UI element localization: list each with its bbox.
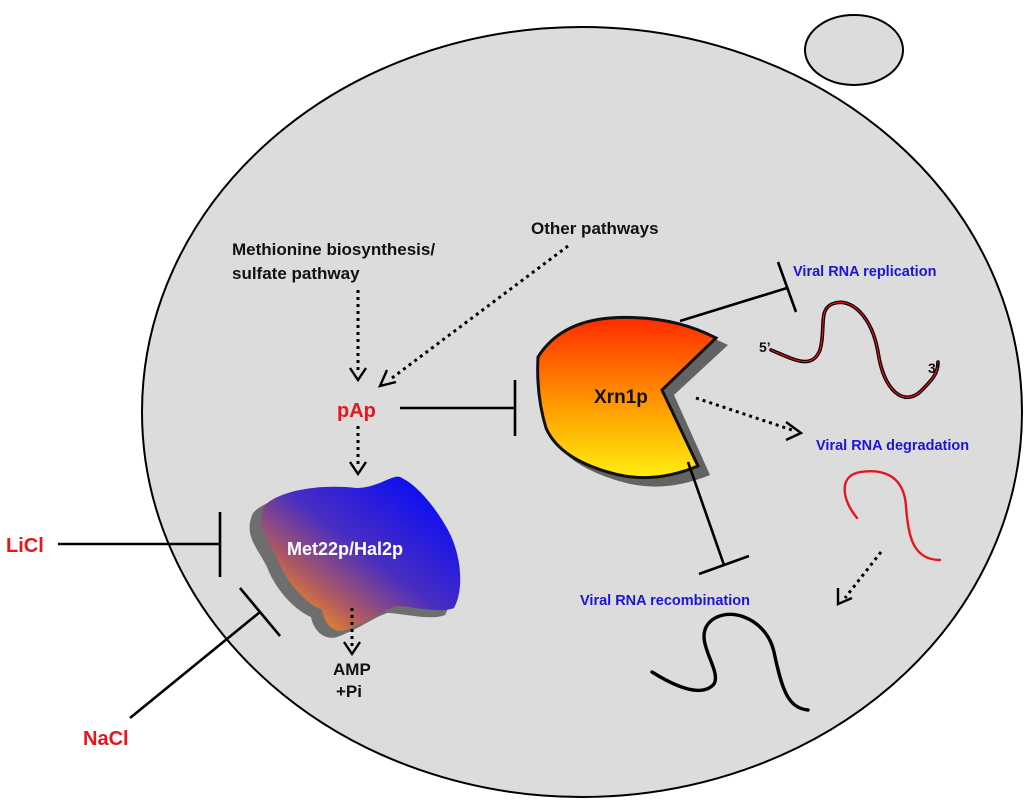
met22p-label: Met22p/Hal2p — [287, 539, 403, 559]
pi-label: +Pi — [336, 682, 362, 701]
amp-label: AMP — [333, 660, 371, 679]
arrow-xrn1p-to-degradation — [695, 396, 804, 442]
arrow-met22p-to-amp — [343, 608, 361, 657]
other-pathways-label: Other pathways — [531, 219, 659, 238]
inhibition-xrn1p-to-replication — [679, 261, 798, 323]
cell-bud — [804, 14, 904, 86]
viral-rna-strand-degraded — [843, 469, 942, 562]
arrow-degraded-to-recombined — [836, 551, 883, 606]
viral-degradation-label: Viral RNA degradation — [816, 438, 969, 454]
viral-replication-label: Viral RNA replication — [793, 264, 936, 280]
xrn1p-label: Xrn1p — [594, 387, 648, 408]
inhibition-pap-to-xrn1p — [400, 380, 517, 436]
inhibition-nacl-to-met22p — [129, 587, 281, 720]
inhibition-xrn1p-to-recombination — [686, 461, 750, 576]
arrow-methionine-to-pap — [349, 290, 367, 383]
met22p-hal2p-enzyme — [249, 476, 461, 638]
inhibition-licl-to-met22p — [58, 512, 222, 577]
methionine-label-line2: sulfate pathway — [232, 264, 360, 283]
three-prime-label: 3’ — [928, 360, 940, 376]
pap-label: pAp — [337, 400, 376, 422]
five-prime-label: 5’ — [759, 339, 771, 355]
arrow-other-to-pap — [377, 244, 569, 388]
nacl-label: NaCl — [83, 728, 129, 750]
arrow-pap-to-met22p — [349, 426, 367, 477]
methionine-label-line1: Methionine biosynthesis/ — [232, 240, 435, 259]
licl-label: LiCl — [6, 535, 44, 557]
xrn1p-enzyme — [536, 315, 728, 487]
viral-rna-strand-recombined — [650, 612, 810, 712]
viral-recombination-label: Viral RNA recombination — [580, 593, 750, 609]
viral-rna-strand-replication — [769, 300, 940, 399]
